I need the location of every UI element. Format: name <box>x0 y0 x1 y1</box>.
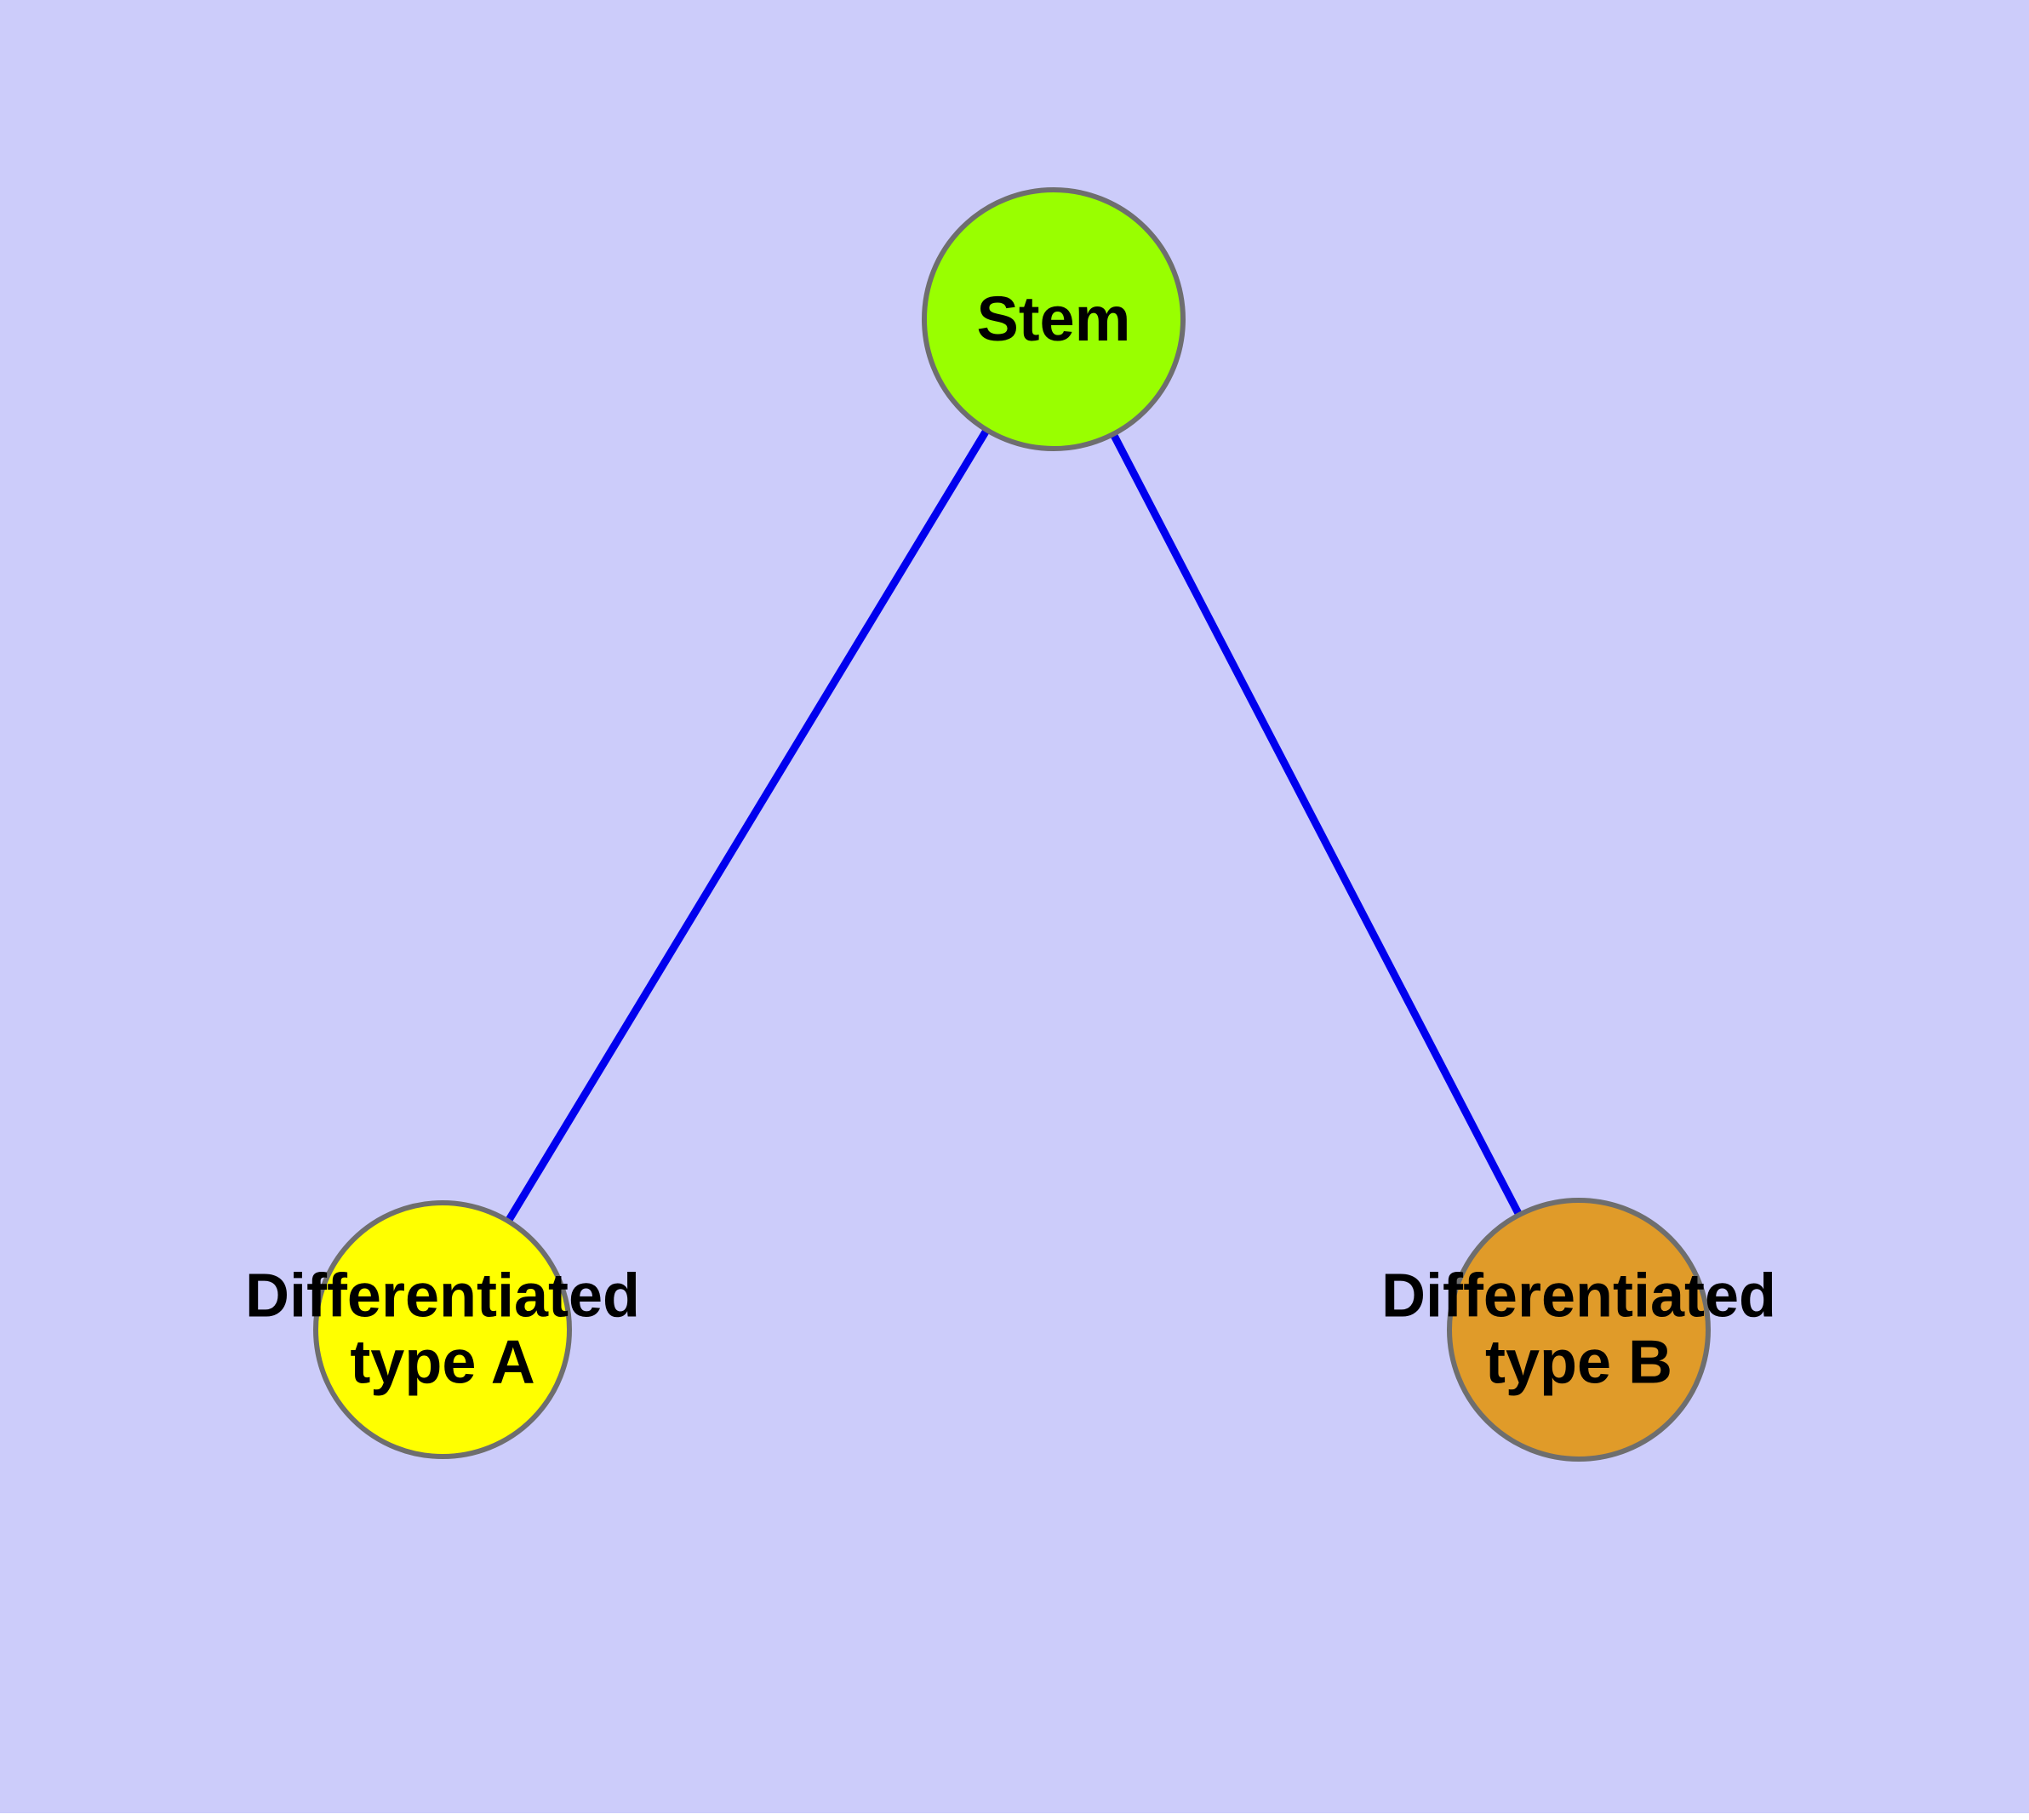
node-diff_b[interactable] <box>1447 1198 1711 1462</box>
edge-stem-to-diff_b <box>1050 317 1582 1332</box>
node-diff_a[interactable] <box>313 1200 572 1459</box>
edge-stem-to-diff_a <box>439 317 1057 1332</box>
nodes-layer <box>313 187 1711 1462</box>
edges-layer <box>439 317 1582 1332</box>
node-stem[interactable] <box>922 187 1186 451</box>
